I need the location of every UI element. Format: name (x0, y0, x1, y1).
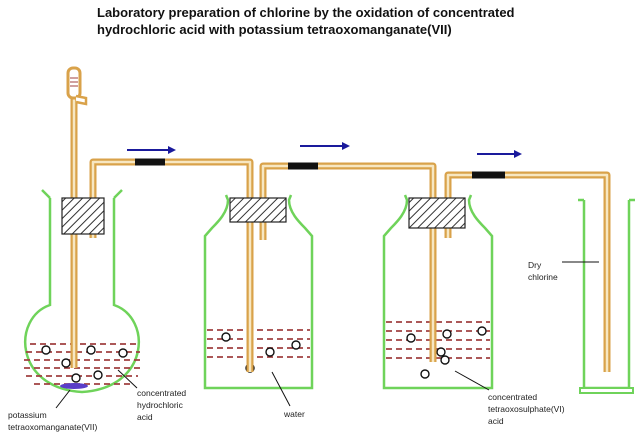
potassium-permanganate-solid (60, 383, 88, 389)
diagram-title: Laboratory preparation of chlorine by th… (97, 4, 627, 38)
wash-bottle-water (203, 194, 314, 390)
cork-stopper-icon (61, 197, 466, 235)
gas-bubbles (41, 345, 128, 383)
label-pointers (55, 261, 599, 409)
label-hydrochloric-acid-1: concentrated (137, 388, 186, 398)
label-sulphuric-acid-1: concentrated (488, 392, 537, 402)
label-hydrochloric-acid-2: hydrochloric (137, 400, 184, 410)
rubber-connectors (135, 158, 505, 179)
title-line-2: hydrochloric acid with potassium tetraox… (97, 22, 452, 37)
thistle-funnel-icon (66, 66, 88, 106)
delivery-tubes (70, 90, 611, 372)
label-water: water (283, 409, 305, 419)
label-potassium-permanganate-1: potassium (8, 410, 47, 420)
gas-flow-arrow-icon (127, 142, 522, 158)
label-potassium-permanganate-2: tetraoxomanganate(VII) (8, 422, 97, 432)
label-dry-chlorine-1: Dry (528, 260, 542, 270)
title-line-1: Laboratory preparation of chlorine by th… (97, 5, 515, 20)
gas-bubbles (221, 332, 301, 373)
label-hydrochloric-acid-3: acid (137, 412, 153, 422)
label-sulphuric-acid-2: tetraoxosulphate(VI) (488, 404, 565, 414)
label-sulphuric-acid-3: acid (488, 416, 504, 426)
round-bottom-flask (23, 189, 142, 394)
wash-bottle-sulphuric-acid (382, 194, 494, 390)
gas-bubbles (406, 326, 487, 379)
label-dry-chlorine-2: chlorine (528, 272, 558, 282)
labels: potassium tetraoxomanganate(VII) concent… (8, 260, 565, 432)
